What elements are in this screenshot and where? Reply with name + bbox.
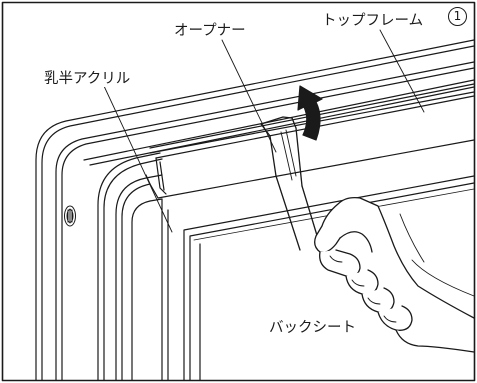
hand (314, 196, 475, 353)
lift-arrow (297, 85, 323, 141)
label-top-frame: トップフレーム (321, 13, 425, 29)
label-opener: オープナー (173, 23, 247, 39)
back-sheet-edge (183, 175, 475, 381)
wall-mount-screw (64, 205, 76, 227)
top-frame-rail (83, 79, 475, 199)
outer-frame (35, 39, 475, 381)
label-milky-acrylic: 乳半アクリル (43, 71, 132, 87)
corner-piece (97, 152, 167, 381)
label-back-sheet: バックシート (269, 320, 356, 336)
acrylic-panel (131, 198, 169, 381)
leader-lines (103, 29, 425, 233)
step-number-badge: 1 (448, 7, 467, 26)
